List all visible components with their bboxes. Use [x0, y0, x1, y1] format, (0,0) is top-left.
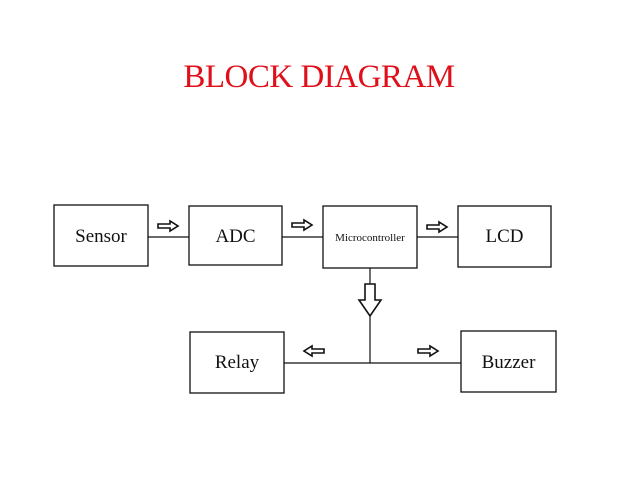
lcd-box: [457, 205, 552, 268]
adc-label: ADC: [215, 226, 255, 247]
relay-block: Relay: [189, 331, 285, 394]
microcontroller-label: Microcontroller: [335, 232, 405, 244]
sensor-box: [53, 204, 149, 267]
lcd-block: LCD: [457, 205, 552, 268]
adc-block: ADC: [188, 205, 283, 266]
arrow-left-icon: [302, 344, 325, 358]
lcd-label: LCD: [486, 226, 524, 247]
arrow-right-icon: [291, 218, 314, 232]
sensor-block: Sensor: [53, 204, 149, 267]
buzzer-label: Buzzer: [482, 352, 536, 373]
microcontroller-block: Microcontroller: [322, 205, 418, 269]
page-title: BLOCK DIAGRAM: [183, 59, 455, 95]
adc-box: [188, 205, 283, 266]
arrow-down-icon: [357, 283, 383, 318]
arrow-right-icon: [417, 344, 440, 358]
buzzer-box: [460, 330, 557, 393]
relay-box: [189, 331, 285, 394]
microcontroller-box: [322, 205, 418, 269]
relay-label: Relay: [215, 352, 260, 373]
arrow-right-icon: [426, 220, 449, 234]
sensor-label: Sensor: [75, 226, 127, 247]
arrow-right-icon: [157, 219, 180, 233]
buzzer-block: Buzzer: [460, 330, 557, 393]
